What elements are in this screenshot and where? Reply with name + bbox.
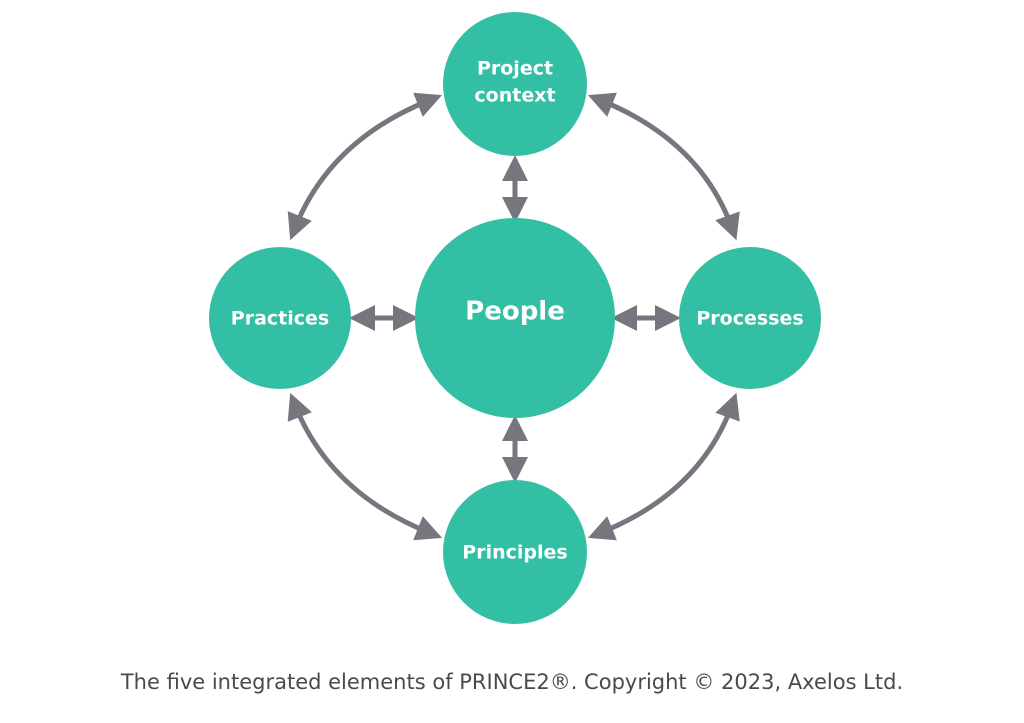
node-principles-label: Principles: [462, 542, 567, 564]
node-project-context: Project context: [443, 12, 587, 156]
node-processes: Processes: [679, 247, 821, 389]
node-practices-label: Practices: [231, 308, 329, 330]
node-people-label: People: [465, 297, 565, 327]
figure-caption: The five integrated elements of PRINCE2®…: [120, 670, 904, 694]
node-project-context-label-line1: Project: [477, 58, 553, 80]
node-people: People: [415, 218, 615, 418]
node-processes-label: Processes: [696, 308, 803, 330]
node-project-context-label-line2: context: [474, 85, 555, 107]
node-principles: Principles: [443, 480, 587, 624]
node-practices: Practices: [209, 247, 351, 389]
arc-practices-project-context: [287, 92, 443, 241]
arc-processes-principles: [587, 392, 740, 541]
arc-project-context-processes: [587, 92, 740, 241]
arc-principles-practices: [287, 392, 443, 541]
